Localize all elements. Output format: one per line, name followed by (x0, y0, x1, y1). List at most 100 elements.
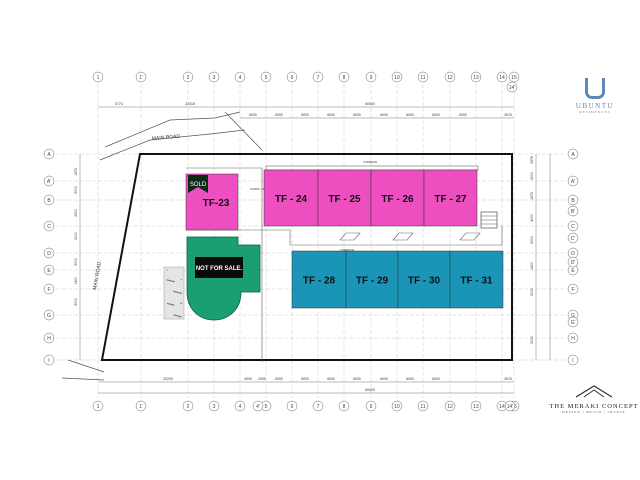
grid-col-tag-top-10: 10 (394, 75, 400, 81)
grid-row-tag-left-6: F (47, 287, 50, 293)
unit-label: TF - 25 (328, 194, 361, 205)
unit-tf-27[interactable]: TF - 27 (423, 169, 478, 227)
grid-extra-tag-3: G' (571, 320, 576, 326)
main-road-top-label: MAIN ROAD (152, 134, 181, 142)
ubuntu-logo: UBUNTU RESIDENCES (572, 78, 618, 114)
sold-tag (188, 175, 208, 193)
dim-top-bay-6: 6000 (406, 113, 414, 117)
grid-row-tag-left-2: B (47, 198, 51, 204)
dim-bottom-1: 4000 (244, 377, 252, 381)
dim-bottom-bay-0: 6000 (275, 377, 283, 381)
grid-col-tag-top-2: 2 (187, 75, 190, 81)
grid-col-tag-bottom-5: 5 (265, 404, 268, 410)
dim-bottom-bay-6: 6000 (432, 377, 440, 381)
dim-top-total: 60000 (365, 102, 375, 106)
grid-row-tag-right-3: C (571, 224, 575, 230)
ubuntu-logo-name: UBUNTU (575, 102, 615, 110)
dim-bottom-bay-2: 6000 (327, 377, 335, 381)
grid-col-tag-top-9: 9 (370, 75, 373, 81)
grid-row-tag-right-2: B (571, 198, 575, 204)
grid-col-tag-top-8: 8 (343, 75, 346, 81)
grid-col-tag-top-13: 13 (473, 75, 479, 81)
grid-col-tag-top-3: 3 (213, 75, 216, 81)
dim-bottom-bay-1: 6000 (301, 377, 309, 381)
grid-col-tag-top-12: 12 (447, 75, 453, 81)
ubuntu-logo-sub: RESIDENCES (579, 110, 611, 114)
main-road-left-label: MAIN ROAD (92, 261, 103, 290)
unit-tf-24[interactable]: TF - 24 (263, 169, 319, 227)
unit-label: TF - 28 (303, 276, 336, 287)
meraki-logo-sub: DESIGN | BUILD | INVEST (562, 410, 626, 414)
grid-row-tag-right-5: E (571, 268, 575, 274)
dim-right-5: 1400 (530, 262, 534, 270)
unit-label: TF - 24 (275, 194, 308, 205)
grid-col-tag-bottom-4: 4 (239, 404, 242, 410)
unit-tf-25[interactable]: TF - 25 (317, 169, 372, 227)
grid-col-tag-top-7: 7 (317, 75, 320, 81)
dim-top-bay-0: 6000 (249, 113, 257, 117)
corridor-label-2: CORRIDOR (340, 248, 354, 252)
grid-row-tag-right-8: H (571, 336, 575, 342)
grid-row-tag-right-1: A' (571, 179, 575, 185)
dim-top-bay-1: 6000 (275, 113, 283, 117)
dim-bottom-end: 2576 (504, 377, 512, 381)
grid-col-tag-bottom-8: 8 (343, 404, 346, 410)
grid-col-tag-top-1: 1' (139, 75, 143, 81)
dim-top-bay-2: 6000 (301, 113, 309, 117)
main-road-edges (61, 111, 263, 381)
unit-tf-26[interactable]: TF - 26 (370, 169, 425, 227)
unit-tf-31[interactable]: TF - 31 (449, 250, 504, 309)
stair-treads (481, 215, 497, 225)
unit-tf-28[interactable]: TF - 28 (291, 250, 347, 309)
grid-extra-tag-2: D' (571, 260, 576, 266)
grid-row-tag-right-9: I (572, 358, 573, 364)
dim-left-6: 5000 (74, 298, 78, 306)
dim-left-1: 5000 (74, 186, 78, 194)
grid-col-tag-bottom-9: 9 (370, 404, 373, 410)
dim-right-3: 4000 (530, 214, 534, 222)
grid-bottom-extra-tag-1: 14' (507, 404, 514, 410)
unit-tf-30[interactable]: TF - 30 (397, 250, 451, 309)
grid-col-tag-top-11: 11 (420, 75, 425, 81)
corridor-label-3: CORRIDOR (363, 160, 377, 164)
grid-row-tag-left-4: D (47, 251, 51, 257)
grid-col-tag-top-5: 5 (265, 75, 268, 81)
dim-top-bay-4: 6000 (353, 113, 361, 117)
unit-label: TF - 30 (408, 276, 441, 287)
dim-top-bay-3: 6000 (327, 113, 335, 117)
dim-bottom-total: 60000 (365, 388, 375, 392)
grid-col-tag-top-15: 15 (511, 75, 517, 81)
meraki-logo: THE MERAKI CONCEPT DESIGN | BUILD | INVE… (548, 384, 640, 414)
unit-tf-29[interactable]: TF - 29 (345, 250, 399, 309)
not-for-sale-block (186, 236, 261, 321)
grid-row-tag-right-0: A (571, 152, 575, 158)
dim-right-1: 3000 (530, 172, 534, 180)
grid-col-tag-bottom-6: 6 (291, 404, 294, 410)
meraki-logo-name: THE MERAKI CONCEPT (549, 403, 639, 410)
dim-bottom-bay-3: 6000 (353, 377, 361, 381)
grid-extra-tag-0: B' (571, 209, 575, 215)
grid-bottom-extra-tag-0: 4' (256, 404, 260, 410)
grid-row-tag-left-5: E (47, 268, 51, 274)
not-for-sale-badge (195, 257, 243, 278)
dim-bottom-bay-5: 6000 (406, 377, 414, 381)
grid-row-tag-right-4: D (571, 251, 575, 257)
dim-left-4: 5000 (74, 258, 78, 266)
grid-col-tag-top-6: 6 (291, 75, 294, 81)
dim-top-left-1: 5774 (115, 102, 123, 106)
grid-col-tag-bottom-0: 1 (97, 404, 100, 410)
dim-top-bay-7: 6000 (432, 113, 440, 117)
dim-right-0: 2576 (530, 156, 534, 164)
dim-bottom-bay-4: 6000 (380, 377, 388, 381)
grid-row-tag-left-1: A' (47, 179, 51, 185)
dim-right-4: 5000 (530, 236, 534, 244)
grid-row-tag-left-3: C (47, 224, 51, 230)
grid-col-tag-top-0: 1 (97, 75, 100, 81)
dim-top-bay-8: 6000 (459, 113, 467, 117)
grid-row-tag-left-9: I (48, 358, 49, 364)
unit-label: TF - 29 (356, 276, 389, 287)
not-for-sale-text: NOT FOR SALE. (196, 266, 243, 272)
grid-col-tag-bottom-11: 11 (420, 404, 425, 410)
